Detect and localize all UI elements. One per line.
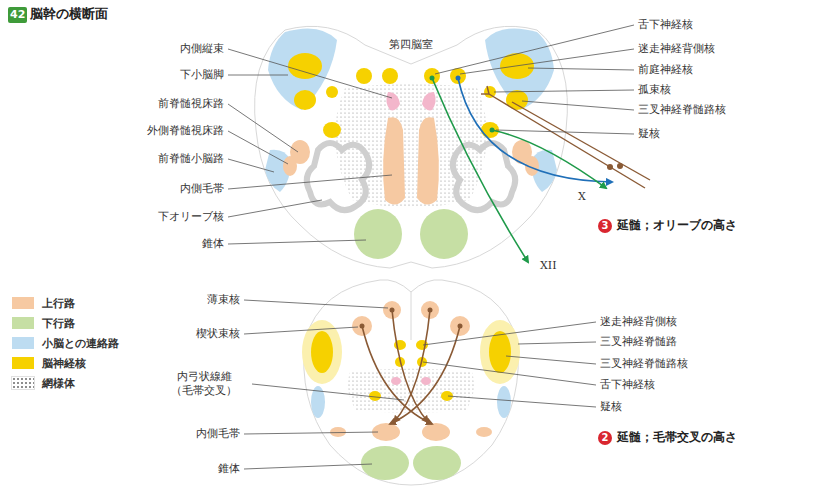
part-label: 前脊髄小脳路 xyxy=(158,152,224,166)
part-label: 内側毛帯 xyxy=(180,182,224,196)
part-label: 三叉神経脊髄路 xyxy=(600,335,677,349)
diagram-title: 脳幹の横断面 xyxy=(30,6,108,22)
part-label: 迷走神経背側核 xyxy=(600,315,677,329)
part-label: 前庭神経核 xyxy=(638,63,693,77)
part-label: 錐体 xyxy=(202,237,224,251)
section-caption: 延髄；オリーブの高さ xyxy=(617,218,737,232)
nerve-label: X xyxy=(578,190,586,204)
legend-text: 網様体 xyxy=(42,376,75,391)
legend-swatch xyxy=(12,337,34,349)
part-label: 第四脳室 xyxy=(389,38,433,52)
callout-number: 2 xyxy=(598,431,612,445)
legend-swatch xyxy=(12,377,34,389)
part-label: 錐体 xyxy=(218,462,240,476)
part-label: 舌下神経核 xyxy=(600,378,655,392)
part-label: 内側縦束 xyxy=(180,42,224,56)
part-label: 前脊髄視床路 xyxy=(158,97,224,111)
part-label: 疑核 xyxy=(600,400,622,414)
legend-swatch xyxy=(12,317,34,329)
part-label: 迷走神経背側核 xyxy=(638,42,715,56)
legend-text: 小脳との連絡路 xyxy=(42,336,119,351)
part-label: 舌下神経核 xyxy=(638,18,693,32)
part-label: 楔状束核 xyxy=(196,327,240,341)
legend-swatch xyxy=(12,357,34,369)
part-label: 孤束核 xyxy=(638,83,671,97)
part-label: 三叉神経脊髄路核 xyxy=(638,103,726,117)
legend: 上行路下行路小脳との連絡路脳神経核網様体 xyxy=(12,293,119,393)
part-label: 内弓状線維 （毛帯交叉） xyxy=(158,370,250,398)
part-label: 下オリーブ核 xyxy=(158,210,224,224)
part-label: 内側毛帯 xyxy=(196,427,240,441)
legend-row: 上行路 xyxy=(12,293,119,313)
section-caption: 延髄；毛帯交叉の高さ xyxy=(617,430,737,444)
part-label: 外側脊髄視床路 xyxy=(147,124,224,138)
callout-number: 3 xyxy=(598,219,612,233)
legend-row: 網様体 xyxy=(12,373,119,393)
legend-text: 下行路 xyxy=(42,316,75,331)
part-label: 疑核 xyxy=(638,127,660,141)
legend-row: 小脳との連絡路 xyxy=(12,333,119,353)
legend-row: 下行路 xyxy=(12,313,119,333)
legend-row: 脳神経核 xyxy=(12,353,119,373)
legend-text: 上行路 xyxy=(42,296,75,311)
legend-swatch xyxy=(12,297,34,309)
nerve-label: XII xyxy=(540,259,557,273)
legend-text: 脳神経核 xyxy=(42,356,86,371)
part-label: 薄束核 xyxy=(207,293,240,307)
part-label: 三叉神経脊髄路核 xyxy=(600,357,688,371)
figure-number: 42 xyxy=(8,7,27,23)
part-label: 下小脳脚 xyxy=(180,68,224,82)
